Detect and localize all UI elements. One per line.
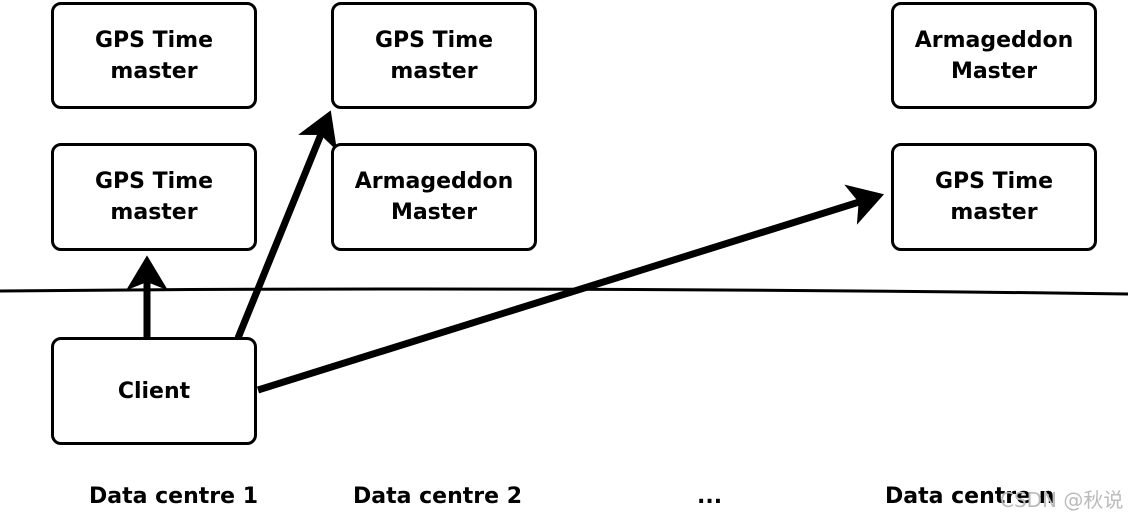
box-line-1: GPS Time <box>94 169 214 194</box>
ellipsis-label: ... <box>697 484 723 509</box>
box-line-2: Master <box>950 58 1038 84</box>
box-line-1: GPS Time <box>374 27 494 53</box>
watermark: CSDN @秋说 <box>1000 488 1124 512</box>
box-line-2: master <box>390 58 478 84</box>
box-line-2: Master <box>390 200 478 225</box>
armageddon-master-box-dcn-top: Armageddon Master <box>891 2 1097 109</box>
box-line-2: master <box>950 200 1038 225</box>
armageddon-master-box-dc2-mid: Armageddon Master <box>331 143 537 251</box>
box-line-2: master <box>110 200 198 225</box>
arrow-client-to-dc2-gps <box>234 110 337 340</box>
gps-time-master-box-dcn-mid: GPS Time master <box>891 143 1097 251</box>
box-line-1: GPS Time <box>94 27 214 53</box>
gps-time-master-box-dc2-top: GPS Time master <box>331 2 537 109</box>
box-line-2: master <box>110 58 198 84</box>
client-label: Client <box>117 378 191 404</box>
data-centre-n-label: Data centre n <box>885 484 1055 509</box>
gps-time-master-box-dc1-top: GPS Time master <box>51 2 257 109</box>
data-centre-1-label: Data centre 1 <box>89 484 259 509</box>
arrow-client-to-dcn-gps <box>256 184 885 394</box>
box-line-1: Armageddon <box>914 27 1074 53</box>
gps-time-master-box-dc1-mid: GPS Time master <box>51 143 257 251</box>
box-line-1: Armageddon <box>354 169 514 194</box>
box-line-1: GPS Time <box>934 169 1054 194</box>
client-box: Client <box>51 337 257 445</box>
data-centre-2-label: Data centre 2 <box>353 484 523 509</box>
